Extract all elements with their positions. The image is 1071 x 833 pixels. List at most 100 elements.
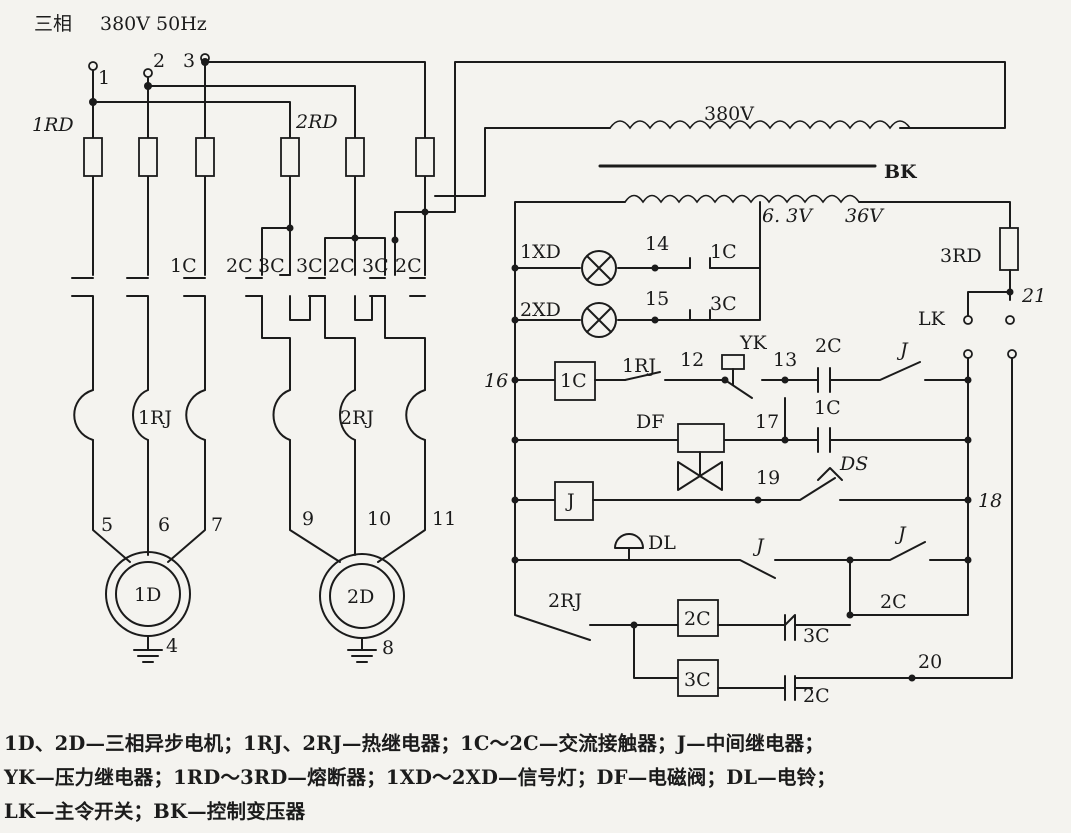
row-2c-coil: [589, 599, 854, 641]
motor-2d-leads: [289, 439, 426, 563]
node-label-7: 7: [211, 514, 223, 536]
row-1c-coil: [511, 361, 972, 401]
legend-line-1: 1D、2D—三相异步电机；1RJ、2RJ—热继电器；1C～2C—交流接触器；J—…: [4, 732, 825, 755]
ground-icon: [347, 637, 377, 663]
node-label-15: 15: [645, 288, 669, 310]
node-label-9: 9: [302, 508, 314, 530]
lamp-icon: [581, 250, 617, 286]
node-label-14: 14: [645, 233, 669, 255]
transformer-bk-label: BK: [884, 161, 918, 183]
node-label-16: 16: [484, 370, 508, 392]
lk-branch: [967, 291, 1011, 319]
lamp-row-1xd: [511, 257, 761, 272]
thermal-1rj-label: 1RJ: [138, 407, 172, 429]
node-label-4: 4: [166, 635, 178, 657]
contact-1c-label: 1C: [170, 255, 197, 277]
fuse-2rd-label: 2RD: [295, 111, 338, 133]
lamp-2xd-label: 2XD: [520, 299, 561, 321]
control-return-rail: [794, 357, 1013, 679]
main-contact-tops: [71, 211, 426, 279]
valve-df-label: DF: [636, 411, 664, 433]
lamp-1c-contact-label: 1C: [710, 241, 737, 263]
node-label-17: 17: [755, 411, 779, 433]
contact-2c-label-b: 2C: [328, 255, 355, 277]
node-label-20: 20: [918, 651, 942, 673]
pressure-relay-yk: [721, 354, 745, 386]
lamp-row-2xd: [511, 309, 711, 324]
supply-lines: [92, 61, 426, 276]
lk-lower-terminal-left: [963, 349, 973, 359]
node-label-18: 18: [978, 490, 1002, 512]
node-label-11: 11: [432, 508, 456, 530]
row-2c-contact-label: 2C: [815, 335, 842, 357]
lk-lower-terminal-right: [1007, 349, 1017, 359]
fuse-3rd: [999, 227, 1019, 271]
row-2rj-contact-label: 2RJ: [548, 590, 582, 612]
transformer-primary-coil: [609, 120, 911, 130]
control-left-rail: [514, 201, 626, 641]
row-dl-j-contact-label: J: [752, 535, 765, 557]
lamp-icon: [581, 302, 617, 338]
lk-terminal-right: [1005, 315, 1015, 325]
node-label-6: 6: [158, 514, 170, 536]
row-2c-interlock-label: 2C: [803, 685, 830, 707]
main-contact-bottoms: [71, 295, 426, 391]
transformer-primary-voltage: 380V: [704, 103, 754, 125]
node-label-19: 19: [756, 467, 780, 489]
control-right-rail: [849, 357, 969, 616]
node-label-8: 8: [382, 637, 394, 659]
row-dl-j-contact-label-2: J: [894, 523, 907, 545]
supply-phase-label: 三相: [34, 13, 72, 35]
row-1rj-contact-label: 1RJ: [622, 355, 656, 377]
supply-spec-label: 380V 50Hz: [100, 13, 207, 35]
transformer-secondary-coil: [624, 194, 860, 204]
motor-1d-label: 1D: [134, 584, 161, 606]
transformer-primary-feed-a: [424, 61, 1006, 213]
legend-caption: 1D、2D—三相异步电机；1RJ、2RJ—热继电器；1C～2C—交流接触器；J—…: [4, 727, 1068, 829]
motor-1d-leads: [92, 439, 206, 563]
node-label-12: 12: [680, 349, 704, 371]
fuse-group-1rd: [83, 137, 215, 177]
fuse-1rd-label: 1RD: [32, 114, 74, 136]
row-j-contact-label: J: [896, 339, 909, 361]
lamp-supply-rail: [689, 201, 761, 321]
bell-dl-label: DL: [648, 532, 676, 554]
coil-1c-label: 1C: [560, 370, 587, 392]
fuse-3rd-label: 3RD: [940, 245, 982, 267]
control-36v-feed: [858, 201, 1011, 229]
transformer-tap-36v: 36V: [845, 205, 885, 227]
node-label-21: 21: [1021, 285, 1046, 307]
lk-terminal-left: [963, 315, 973, 325]
switch-ds-label: DS: [839, 453, 868, 475]
row-3c-coil: [633, 624, 916, 701]
coil-3c-label: 3C: [684, 669, 711, 691]
lamp-1xd-label: 1XD: [520, 241, 561, 263]
valve-icon: [677, 451, 723, 491]
thermal-2rj-label: 2RJ: [340, 407, 374, 429]
row-1c-contact-label: 1C: [814, 397, 841, 419]
contact-3c-label-a: 3C: [258, 255, 285, 277]
node-label-3: 3: [183, 50, 195, 72]
node-label-5: 5: [101, 514, 113, 536]
contact-3c-label-c: 3C: [362, 255, 389, 277]
row-j-coil: [511, 467, 972, 521]
coil-j-label: J: [565, 490, 575, 512]
transformer-primary-feed-b: [434, 127, 611, 197]
row-2c-hold-label: 2C: [880, 591, 907, 613]
row-3c-interlock-label: 3C: [803, 625, 830, 647]
legend-line-2: YK—压力继电器；1RD～3RD—熔断器；1XD～2XD—信号灯；DF—电磁阀；…: [4, 766, 837, 789]
motor-2d-label: 2D: [347, 586, 374, 608]
coil-2c-label: 2C: [684, 608, 711, 630]
node-label-2: 2: [153, 50, 165, 72]
thermal-elements-2rj: [272, 389, 426, 441]
row-dl-bell: [511, 541, 972, 616]
ground-icon: [133, 635, 163, 663]
legend-line-3: LK—主令开关；BK—控制变压器: [4, 800, 306, 823]
reversing-cross-wiring: [261, 208, 429, 276]
contact-2c-label-c: 2C: [395, 255, 422, 277]
transformer-tap-63v: 6. 3V: [762, 205, 814, 227]
lamp-3c-contact-label: 3C: [710, 293, 737, 315]
contact-2c-label-a: 2C: [226, 255, 253, 277]
node-label-13: 13: [773, 349, 797, 371]
